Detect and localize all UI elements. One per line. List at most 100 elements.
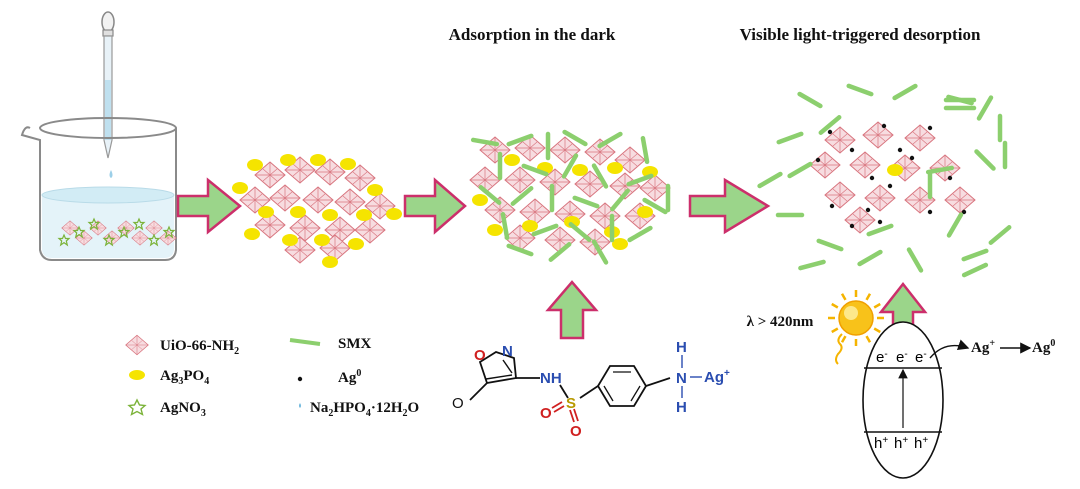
smx-molecule <box>627 225 653 243</box>
ag0-particle <box>849 223 855 229</box>
amine-nitrogen: N <box>676 370 687 387</box>
ag3po4-particle <box>572 164 588 176</box>
ag3po4-particle <box>504 154 520 166</box>
ag3po4-particle <box>314 234 330 246</box>
desorption-title: Visible light-triggered desorption <box>740 25 981 44</box>
smx-molecule <box>787 161 813 179</box>
ag0-particle <box>869 175 875 181</box>
mof-particle <box>824 181 856 209</box>
legend-ag3po4-icon <box>129 370 145 380</box>
electron-1: e- <box>876 349 888 366</box>
smx-molecule <box>562 129 588 147</box>
sun-ray <box>873 327 881 334</box>
smx-molecule <box>561 153 579 179</box>
mof-particle <box>944 186 976 214</box>
smx-molecule <box>818 115 842 135</box>
up-arrow-molecule <box>545 280 599 340</box>
ag3po4-particle <box>282 234 298 246</box>
mof-particle <box>844 206 876 234</box>
smx-molecule <box>776 131 804 145</box>
ag3po4-particle <box>244 228 260 240</box>
ag0-particle <box>961 209 967 215</box>
smx-molecule <box>506 133 534 147</box>
smx-molecule <box>846 83 874 97</box>
legend-agno3-label: AgNO3 <box>160 400 206 419</box>
ag0-particle <box>927 125 933 131</box>
adsorption-title: Adsorption in the dark <box>449 25 616 44</box>
agno3-particle <box>132 217 146 231</box>
smx-molecule <box>961 248 989 262</box>
ag0-particle <box>829 203 835 209</box>
smx-molecule <box>500 211 510 241</box>
legend-ag0-label: Ag0 <box>338 368 361 386</box>
mof-particle <box>302 186 334 214</box>
ag-zero-label: Ag0 <box>1032 338 1055 356</box>
legend-mof-label: UiO-66-NH2 <box>160 338 239 357</box>
sun-icon <box>828 290 884 365</box>
sun-ray <box>831 327 839 334</box>
ag3po4-particle <box>386 208 402 220</box>
ag3po4-particle <box>642 166 658 178</box>
ag3po4-particle <box>340 158 356 170</box>
smx-molecule <box>640 135 650 165</box>
agno3-particle <box>162 225 176 239</box>
ag3po4-particle <box>348 238 364 250</box>
agno3-particle <box>147 233 161 247</box>
mof-particle <box>864 184 896 212</box>
amine-hydrogen-top: H <box>676 339 687 356</box>
smx-molecule <box>857 249 883 267</box>
smx-molecule <box>591 239 609 265</box>
band-diagram: e- e- e- h+ h+ h+ Ag+ Ag0 <box>862 321 1055 479</box>
ag3po4-particle <box>322 256 338 268</box>
ag3po4-particle <box>607 162 623 174</box>
ag0-particle <box>897 147 903 153</box>
smx-molecule <box>974 149 996 171</box>
mof-particle <box>519 198 551 226</box>
adsorbed-smx-cluster <box>469 129 671 265</box>
smx-molecule <box>470 137 500 147</box>
smx-molecule <box>798 259 826 271</box>
legend-smx-icon <box>289 338 321 346</box>
ag0-particle <box>815 157 821 163</box>
smx-molecule <box>548 242 572 262</box>
ag0-particle <box>881 123 887 129</box>
smx-molecule <box>610 188 630 212</box>
mof-particle <box>849 151 881 179</box>
smx-molecule <box>866 223 894 237</box>
ag0-particle <box>849 147 855 153</box>
agno3-particle <box>57 233 71 247</box>
ag0-particle <box>887 183 893 189</box>
ag3po4-particle <box>258 206 274 218</box>
smx-molecule <box>626 173 654 187</box>
mof-particle <box>584 138 616 166</box>
legend-na2hpo4-label: Na2HPO4·12H2O <box>310 400 419 419</box>
legend-smx-label: SMX <box>338 336 372 352</box>
ag0-particle <box>877 219 883 225</box>
methyl-oxygen: O <box>452 395 464 412</box>
legend-ag0-icon <box>297 376 303 382</box>
legend-mof-icon <box>125 334 149 356</box>
ag3po4-particle <box>356 209 372 221</box>
mof-particle <box>809 151 841 179</box>
agno3-particle <box>72 225 86 239</box>
legend-na2hpo4-icon <box>299 403 301 408</box>
smx-molecule <box>591 163 609 189</box>
ag3po4-particle <box>322 209 338 221</box>
smx-molecule <box>961 262 989 278</box>
ag3po4-particle <box>290 206 306 218</box>
sulfonyl-oxygen-2: O <box>570 423 582 440</box>
legend-agno3-icon <box>127 398 147 416</box>
smx-molecule <box>988 225 1012 245</box>
wavelength-label: λ > 420nm <box>747 314 814 330</box>
sun-ray <box>831 302 839 309</box>
ag3po4-particle <box>310 154 326 166</box>
ag0-particle <box>865 207 871 213</box>
ag3po4-particle <box>487 224 503 236</box>
ag3po4-particle <box>280 154 296 166</box>
legend: UiO-66-NH2 Ag3PO4 AgNO3 SMX Ag0 Na2HPO4·… <box>125 334 419 419</box>
smx-atom-labels: O N NH S O O N H H Ag+ O <box>452 339 730 440</box>
legend-ag3po4-label: Ag3PO4 <box>160 368 209 387</box>
ag3po4-particle <box>522 220 538 232</box>
sun-ray <box>865 293 872 301</box>
sun-ray <box>865 335 872 343</box>
